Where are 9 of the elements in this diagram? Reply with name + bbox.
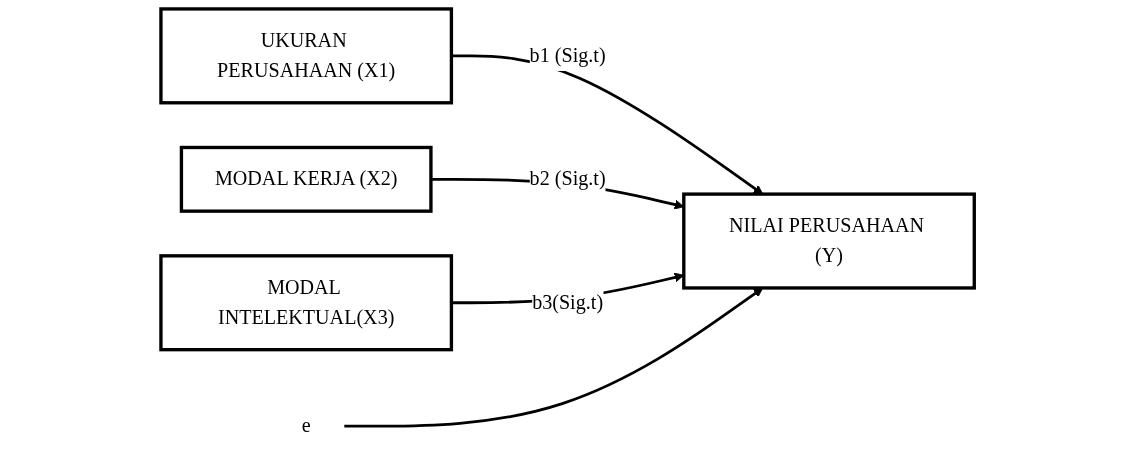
node-box: MODAL KERJA (X2) xyxy=(180,145,433,213)
node-box: MODAL INTELEKTUAL(X3) xyxy=(159,254,454,352)
edge-label: b3(Sig.t) xyxy=(532,291,604,314)
node-box: UKURAN PERUSAHAAN (X1) xyxy=(159,7,454,105)
node-text: e xyxy=(302,414,312,437)
edge-label: b2 (Sig.t) xyxy=(530,167,606,190)
edge-label: b1 (Sig.t) xyxy=(530,44,606,67)
node-box: NILAI PERUSAHAAN (Y) xyxy=(682,192,977,290)
arrow xyxy=(344,287,764,428)
